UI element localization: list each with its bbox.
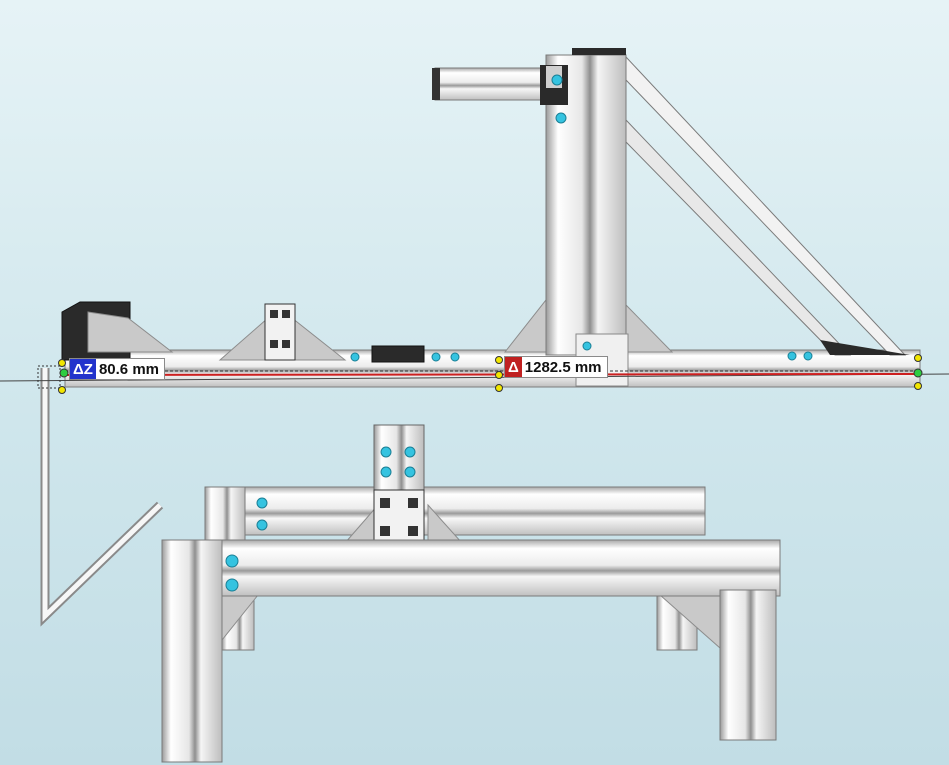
- bolts-lower: [225, 446, 416, 592]
- measure-line: [59, 373, 921, 376]
- dz-prefix: ΔZ: [70, 359, 96, 379]
- bolts-upper: [350, 74, 813, 362]
- distance-prefix: Δ: [505, 357, 522, 377]
- lower-front-frame[interactable]: [161, 539, 781, 763]
- profile-section-upper[interactable]: [264, 303, 296, 361]
- upper-horizontal-beam[interactable]: [64, 349, 921, 388]
- dz-measurement-label[interactable]: ΔZ 80.6 mm: [69, 358, 165, 380]
- bent-rod[interactable]: [40, 368, 164, 627]
- dz-value: 80.6 mm: [98, 360, 159, 378]
- lower-center-post[interactable]: [343, 424, 464, 546]
- distance-measurement-label[interactable]: Δ 1282.5 mm: [504, 356, 608, 378]
- tower-arm[interactable]: [432, 65, 568, 105]
- distance-value: 1282.5 mm: [524, 358, 602, 376]
- diagonal-braces[interactable]: [625, 55, 910, 356]
- center-clamp[interactable]: [371, 345, 425, 363]
- measure-handles[interactable]: [58, 354, 923, 394]
